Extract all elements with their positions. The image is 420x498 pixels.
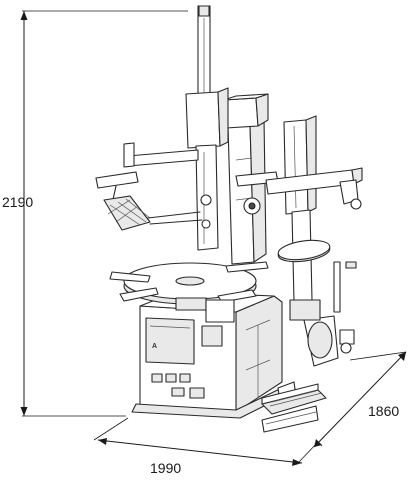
- height-label: 2190: [2, 194, 34, 210]
- right-helper: [265, 115, 363, 367]
- depth-dimension: [313, 351, 407, 448]
- main-column: [223, 93, 279, 265]
- depth-label: 1860: [368, 403, 400, 419]
- width-label: 1990: [150, 460, 182, 476]
- assist-arm: [95, 5, 229, 251]
- foot-pedals: [261, 381, 327, 433]
- turntable: [109, 261, 269, 323]
- height-dimension: [20, 10, 188, 417]
- svg-text:A: A: [152, 343, 157, 350]
